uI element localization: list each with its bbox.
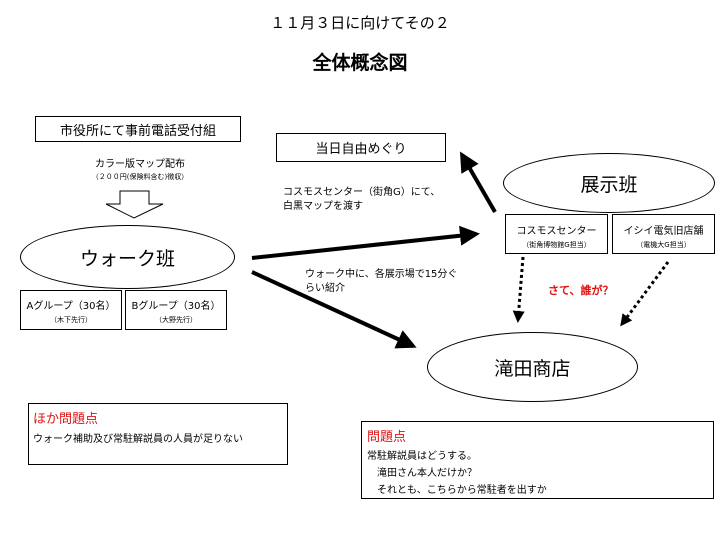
block-arrow-down bbox=[105, 190, 164, 219]
store-ellipse: 滝田商店 bbox=[427, 332, 638, 402]
store-label: 滝田商店 bbox=[494, 357, 571, 380]
group-b-name: Bグループ（30名） bbox=[131, 301, 221, 312]
issues-main-line-1: 常駐解説員はどうする。 bbox=[367, 451, 477, 462]
issues-other-heading: ほか問題点 bbox=[33, 412, 99, 427]
site-cosmos-name: コスモスセンター bbox=[516, 226, 597, 237]
issues-other-text: ウォーク補助及び常駐解説員の人員が足りない bbox=[33, 434, 243, 445]
issues-main-box: 問題点 常駐解説員はどうする。 滝田さん本人だけか？ それとも、こちらから常駐者… bbox=[361, 421, 714, 499]
annotation-who-question: さて、誰が？ bbox=[548, 284, 614, 297]
reception-label: 市役所にて事前電話受付組 bbox=[59, 123, 216, 139]
issues-other-box: ほか問題点 ウォーク補助及び常駐解説員の人員が足りない bbox=[28, 403, 288, 465]
walk-team-ellipse: ウォーク班 bbox=[20, 225, 235, 289]
page-title: 全体概念図 bbox=[312, 52, 408, 74]
group-a-name: Aグループ（30名） bbox=[26, 301, 116, 312]
exhibit-team-ellipse: 展示班 bbox=[503, 153, 715, 213]
free-tour-box: 当日自由めぐり bbox=[276, 133, 446, 162]
arrow-cosmos-to-free-tour bbox=[459, 151, 497, 214]
site-cosmos-box: コスモスセンター （街角博物館G担当） bbox=[505, 214, 608, 254]
issues-main-line-2: 滝田さん本人だけか？ bbox=[367, 468, 477, 479]
page-subtitle: １１月３日に向けてその２ bbox=[270, 14, 450, 32]
site-ishii-charge: （電機大G担当） bbox=[636, 241, 691, 249]
group-b-box: Bグループ（30名） （大野先行） bbox=[125, 290, 227, 330]
site-cosmos-charge: （街角博物館G担当） bbox=[522, 241, 591, 249]
reception-note: （２００円(保険料含む)徴収） bbox=[91, 173, 189, 181]
group-b-lead: （大野先行） bbox=[155, 316, 197, 324]
annotation-cosmos-map: コスモスセンター（街角G）にて、 白黒マップを渡す bbox=[283, 187, 441, 212]
issues-main-heading: 問題点 bbox=[367, 430, 407, 445]
walk-team-label: ウォーク班 bbox=[79, 247, 175, 270]
issues-main-line-3: それとも、こちらから常駐者を出すか bbox=[367, 485, 547, 496]
reception-item: カラー版マップ配布 bbox=[95, 159, 185, 170]
dotted-arrow-ishii-to-store bbox=[620, 261, 670, 327]
annotation-walk-intro: ウォーク中に、各展示場で15分ぐ らい紹介 bbox=[305, 269, 458, 294]
reception-box: 市役所にて事前電話受付組 bbox=[35, 116, 241, 142]
site-ishii-name: イシイ電気旧店舗 bbox=[623, 226, 704, 237]
dotted-arrow-cosmos-to-store bbox=[512, 256, 525, 323]
group-a-lead: （木下先行） bbox=[50, 316, 92, 324]
arrow-walk-to-cosmos bbox=[251, 225, 480, 260]
exhibit-team-label: 展示班 bbox=[580, 173, 638, 196]
group-a-box: Aグループ（30名） （木下先行） bbox=[20, 290, 122, 330]
site-ishii-box: イシイ電気旧店舗 （電機大G担当） bbox=[612, 214, 715, 254]
free-tour-label: 当日自由めぐり bbox=[315, 142, 407, 157]
